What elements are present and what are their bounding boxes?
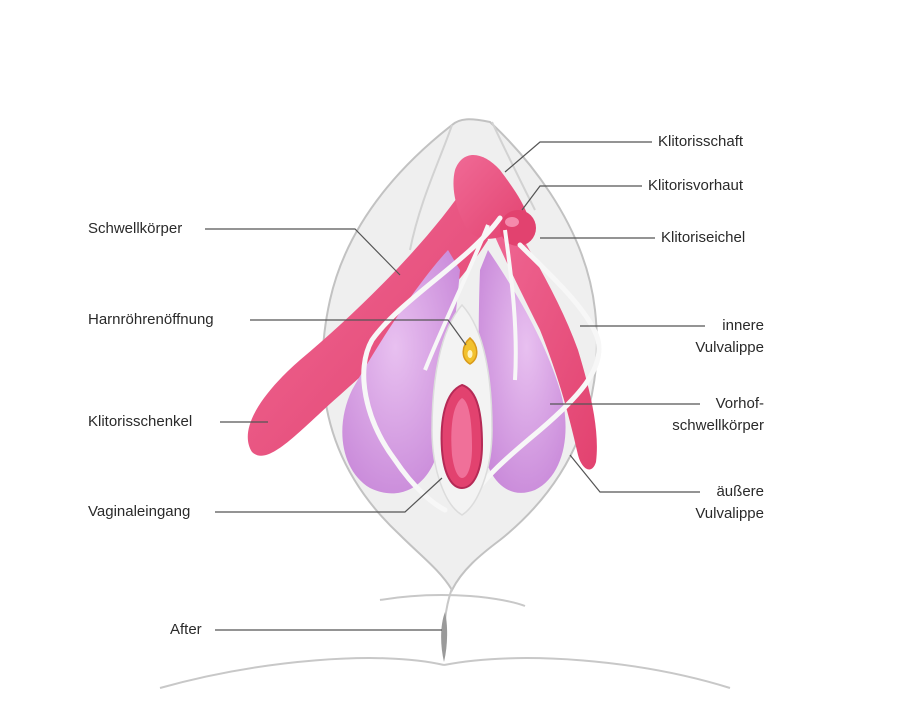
clitoral-crus-left [247, 182, 488, 456]
label-vaginaleingang: Vaginaleingang [88, 503, 191, 520]
label-vorhof-line2: schwellkörper [672, 417, 764, 434]
buttock-curve-left [159, 657, 445, 689]
label-schwellkoerper: Schwellkörper [88, 220, 183, 237]
label-aeussere-vulvalippe: äußere Vulvalippe [668, 481, 764, 525]
buttock-fold-upper [379, 594, 526, 607]
vestibular-bulb-left [342, 250, 460, 494]
leader-klitorisvorhaut [521, 185, 642, 211]
anus [441, 612, 448, 662]
leader-harnroehrenoeffnung [250, 319, 467, 346]
clitoral-glans-highlight [505, 217, 519, 227]
label-innere-line2: Vulvalippe [695, 339, 764, 356]
inner-labia-right [465, 242, 602, 508]
label-vorhof-line1: Vorhof- [715, 395, 764, 412]
label-klitoriseichel: Klitoriseichel [661, 229, 746, 246]
leader-aeussere-vulvalippe [569, 454, 700, 493]
leader-lines [205, 141, 705, 631]
perineum-line [444, 587, 453, 621]
vestibular-bulb-right [478, 250, 566, 493]
leader-klitorisschaft [504, 141, 652, 173]
label-klitorisschaft: Klitorisschaft [658, 133, 744, 150]
label-innere-vulvalippe: innere Vulvalippe [668, 315, 764, 359]
label-vorhofschwellkoerper: Vorhof- schwellkörper [652, 393, 764, 437]
inner-labia-center-left [423, 224, 490, 371]
label-klitorisvorhaut: Klitorisvorhaut [648, 177, 744, 194]
urethral-opening-inner [467, 350, 473, 358]
label-klitorisschenkel: Klitorisschenkel [88, 413, 193, 430]
outer-labia-fold-left [409, 124, 453, 251]
leader-schwellkoerper [205, 228, 401, 276]
label-after: After [170, 621, 202, 638]
label-harnroehrenoeffnung: Harnröhrenöffnung [88, 311, 214, 328]
inner-labia-left [361, 215, 503, 513]
inner-labia-center-right [503, 229, 518, 381]
buttock-curve-right [443, 657, 731, 689]
leader-vaginaleingang [215, 477, 443, 513]
vaginal-opening-inner [451, 398, 472, 478]
label-aeussere-line1: äußere [716, 483, 764, 500]
label-innere-line1: innere [722, 317, 764, 334]
label-aeussere-line2: Vulvalippe [695, 505, 764, 522]
